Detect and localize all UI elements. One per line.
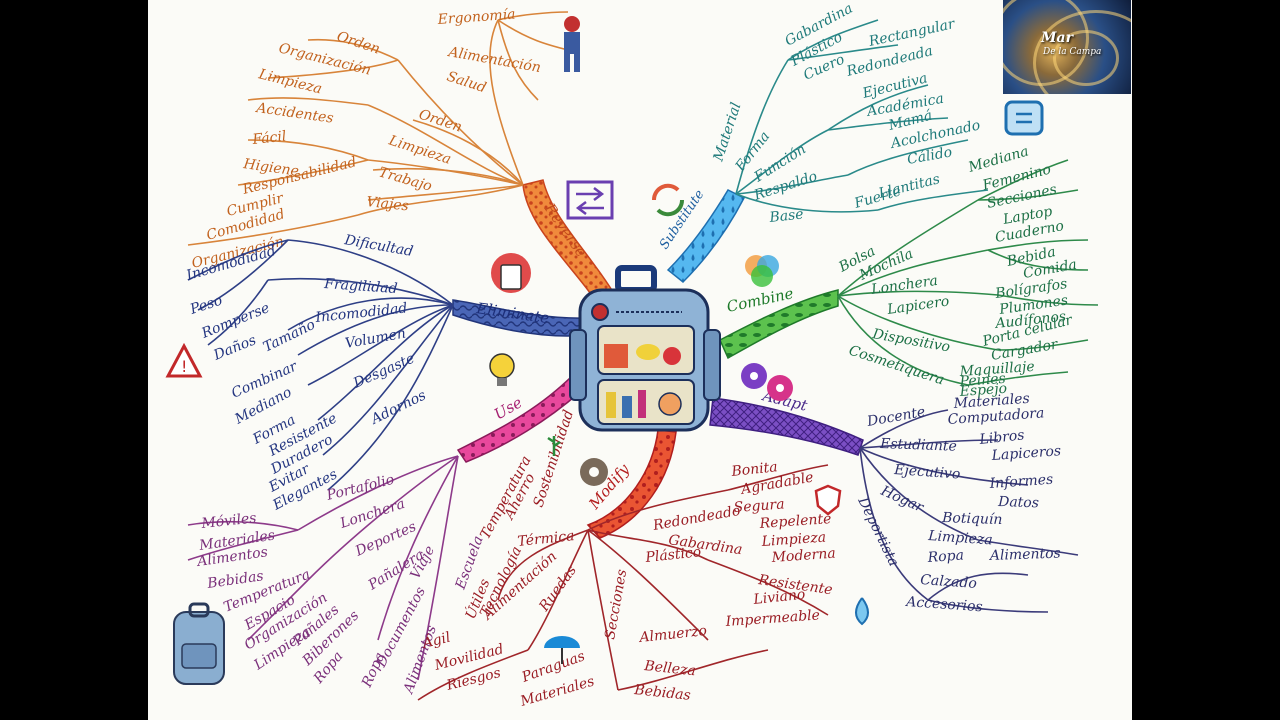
backpack-center-image xyxy=(569,265,721,432)
adapt-word: Alimentos xyxy=(988,546,1061,565)
modify-word: Belleza xyxy=(643,658,697,679)
modify-word: Liviano xyxy=(752,587,806,608)
channel-logo: Mar De la Campa xyxy=(1003,0,1131,94)
branch-adapt-band xyxy=(709,397,864,456)
plant-icon xyxy=(547,436,561,456)
warning-triangle-icon: ! xyxy=(165,342,203,378)
eliminate-word: Tamaño xyxy=(261,317,318,356)
mind-map: Reverse Orden Organización Limpieza Acci… xyxy=(165,1,1099,710)
reverse-word: Orden xyxy=(335,29,382,58)
eliminate-word: Incomodidad xyxy=(314,300,408,326)
adapt-word: Deportista xyxy=(854,494,902,569)
wrench-gear-icon xyxy=(580,458,608,486)
reverse-word: Accidentes xyxy=(253,100,334,127)
use-word: Móviles xyxy=(200,510,257,532)
substitute-word: Base xyxy=(768,207,805,227)
eliminate-word: Adornos xyxy=(367,387,429,428)
combine-word: Peines xyxy=(958,371,1006,390)
adapt-word: Libros xyxy=(978,427,1025,448)
modify-word: Almuerzo xyxy=(637,623,708,646)
modify-word: Limpieza xyxy=(760,530,826,551)
reverse-word: Ergonomía xyxy=(436,7,516,28)
modify-word: Secciones xyxy=(602,568,630,641)
reverse-word: Salud xyxy=(445,69,488,97)
combine-word: Espejo xyxy=(958,381,1007,400)
umbrella-icon xyxy=(544,636,580,664)
branch-modify-band xyxy=(586,429,677,539)
adapt-word: Limpieza xyxy=(927,528,993,549)
branch-adapt: Adapt Docente Materiales Computadora Est… xyxy=(709,386,1079,615)
substitute-word: Rectangular xyxy=(867,16,958,50)
adapt-word: Materiales xyxy=(952,391,1030,412)
branch-substitute: Substitute Material Gabardina Plástico C… xyxy=(657,1,989,284)
modify-word: Moderna xyxy=(770,546,836,567)
combine-word: Lapicero xyxy=(885,293,950,318)
adapt-word: Ejecutivo xyxy=(893,462,961,483)
refresh-arrows-icon xyxy=(651,183,685,217)
reverse-word: Viajes xyxy=(366,194,410,214)
branch-reverse: Reverse Orden Organización Limpieza Acci… xyxy=(187,7,619,314)
adapt-word: Datos xyxy=(997,494,1039,511)
branch-combine-band xyxy=(719,289,839,360)
combine-word: Maquillaje xyxy=(958,359,1035,380)
reverse-word: Fácil xyxy=(251,129,287,149)
adapt-word: Computadora xyxy=(947,405,1045,428)
reverse-word: Higiene xyxy=(241,156,299,180)
modify-word: Térmica xyxy=(517,528,576,550)
adapt-word: Docente xyxy=(865,404,927,430)
adapt-word: Lapiceros xyxy=(990,443,1061,464)
mind-map-canvas: Reverse Orden Organización Limpieza Acci… xyxy=(148,0,1132,720)
water-drop-icon xyxy=(855,597,869,626)
substitute-word: Cálido xyxy=(906,144,953,168)
modify-word: Redondeado xyxy=(651,503,742,534)
adapt-word: Hogar xyxy=(877,483,926,517)
square-shape-icon xyxy=(1004,100,1044,136)
combine-word: Audífonos xyxy=(993,309,1067,333)
adapt-word: Estudiante xyxy=(879,436,957,455)
use-word: Bebidas xyxy=(205,568,264,592)
logo-line1: Mar xyxy=(1041,30,1073,46)
svg-text:!: ! xyxy=(181,357,187,376)
combine-word: Dispositivo xyxy=(870,326,951,356)
modify-word: Segura xyxy=(733,496,785,516)
person-icon xyxy=(564,16,580,72)
logo-line2: De la Campa xyxy=(1043,47,1102,57)
backpack-small-icon xyxy=(173,602,225,685)
modify-word: Bonita xyxy=(730,459,779,480)
orange-arrows-icon xyxy=(566,180,614,220)
eliminate-word: Peso xyxy=(187,292,224,318)
doodle-icons: ! xyxy=(165,16,1044,685)
modify-word: Repelente xyxy=(758,511,832,532)
modify-word: Bebidas xyxy=(633,682,692,704)
adapt-word: Botiquín xyxy=(941,510,1003,528)
adapt-word: Calzado xyxy=(920,572,978,592)
adapt-word: Accesorios xyxy=(904,594,983,615)
gears-icon xyxy=(741,363,793,401)
venn-circles-icon xyxy=(745,255,779,287)
branch-substitute-band xyxy=(666,189,746,284)
eliminate-word: Desgaste xyxy=(350,351,417,393)
adapt-word: Informes xyxy=(988,472,1054,492)
lightbulb-icon xyxy=(489,353,515,386)
combine-word: Lonchera xyxy=(869,273,939,298)
eliminate-word: Dificultad xyxy=(342,232,414,260)
trash-can-icon xyxy=(491,253,531,293)
branch-reverse-band xyxy=(522,179,619,314)
adapt-word: Ropa xyxy=(926,547,964,566)
modify-word: Impermeable xyxy=(724,607,820,630)
eliminate-word: Fragilidad xyxy=(323,276,398,297)
reverse-word: Orden xyxy=(417,107,464,136)
reverse-word: Limpieza xyxy=(256,66,323,97)
use-word: Ropa xyxy=(359,650,389,691)
shield-icon xyxy=(814,484,842,516)
modify-word: Plástico xyxy=(644,544,702,566)
